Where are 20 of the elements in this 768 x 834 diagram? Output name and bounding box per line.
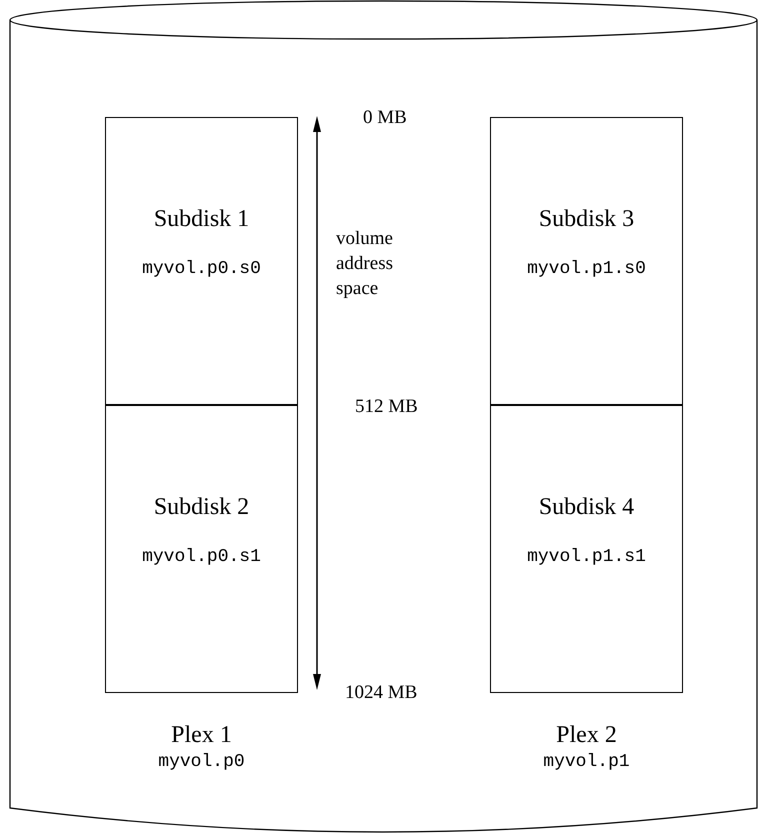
subdisk-label: Subdisk 2 [154, 494, 250, 521]
plex-label: Plex 2 [556, 722, 617, 749]
subdisk-name: myvol.p1.s0 [527, 259, 646, 279]
subdisk-name: myvol.p0.s1 [142, 547, 261, 567]
subdisk-box [490, 405, 683, 693]
plex-name: myvol.p0 [158, 752, 245, 772]
subdisk-name: myvol.p1.s1 [527, 547, 646, 567]
subdisk-label: Subdisk 4 [538, 494, 634, 521]
measure-label: 512 MB [355, 395, 418, 419]
axis-label: volume address space [336, 227, 394, 301]
plex-name: myvol.p1 [543, 752, 630, 772]
subdisk-box [105, 405, 298, 693]
subdisk-label: Subdisk 1 [154, 206, 250, 233]
measure-label: 1024 MB [345, 681, 418, 705]
subdisk-name: myvol.p0.s0 [142, 259, 261, 279]
measure-label: 0 MB [363, 106, 407, 130]
subdisk-label: Subdisk 3 [538, 206, 634, 233]
plex-label: Plex 1 [171, 722, 232, 749]
subdisk-box [105, 117, 298, 405]
subdisk-box [490, 117, 683, 405]
